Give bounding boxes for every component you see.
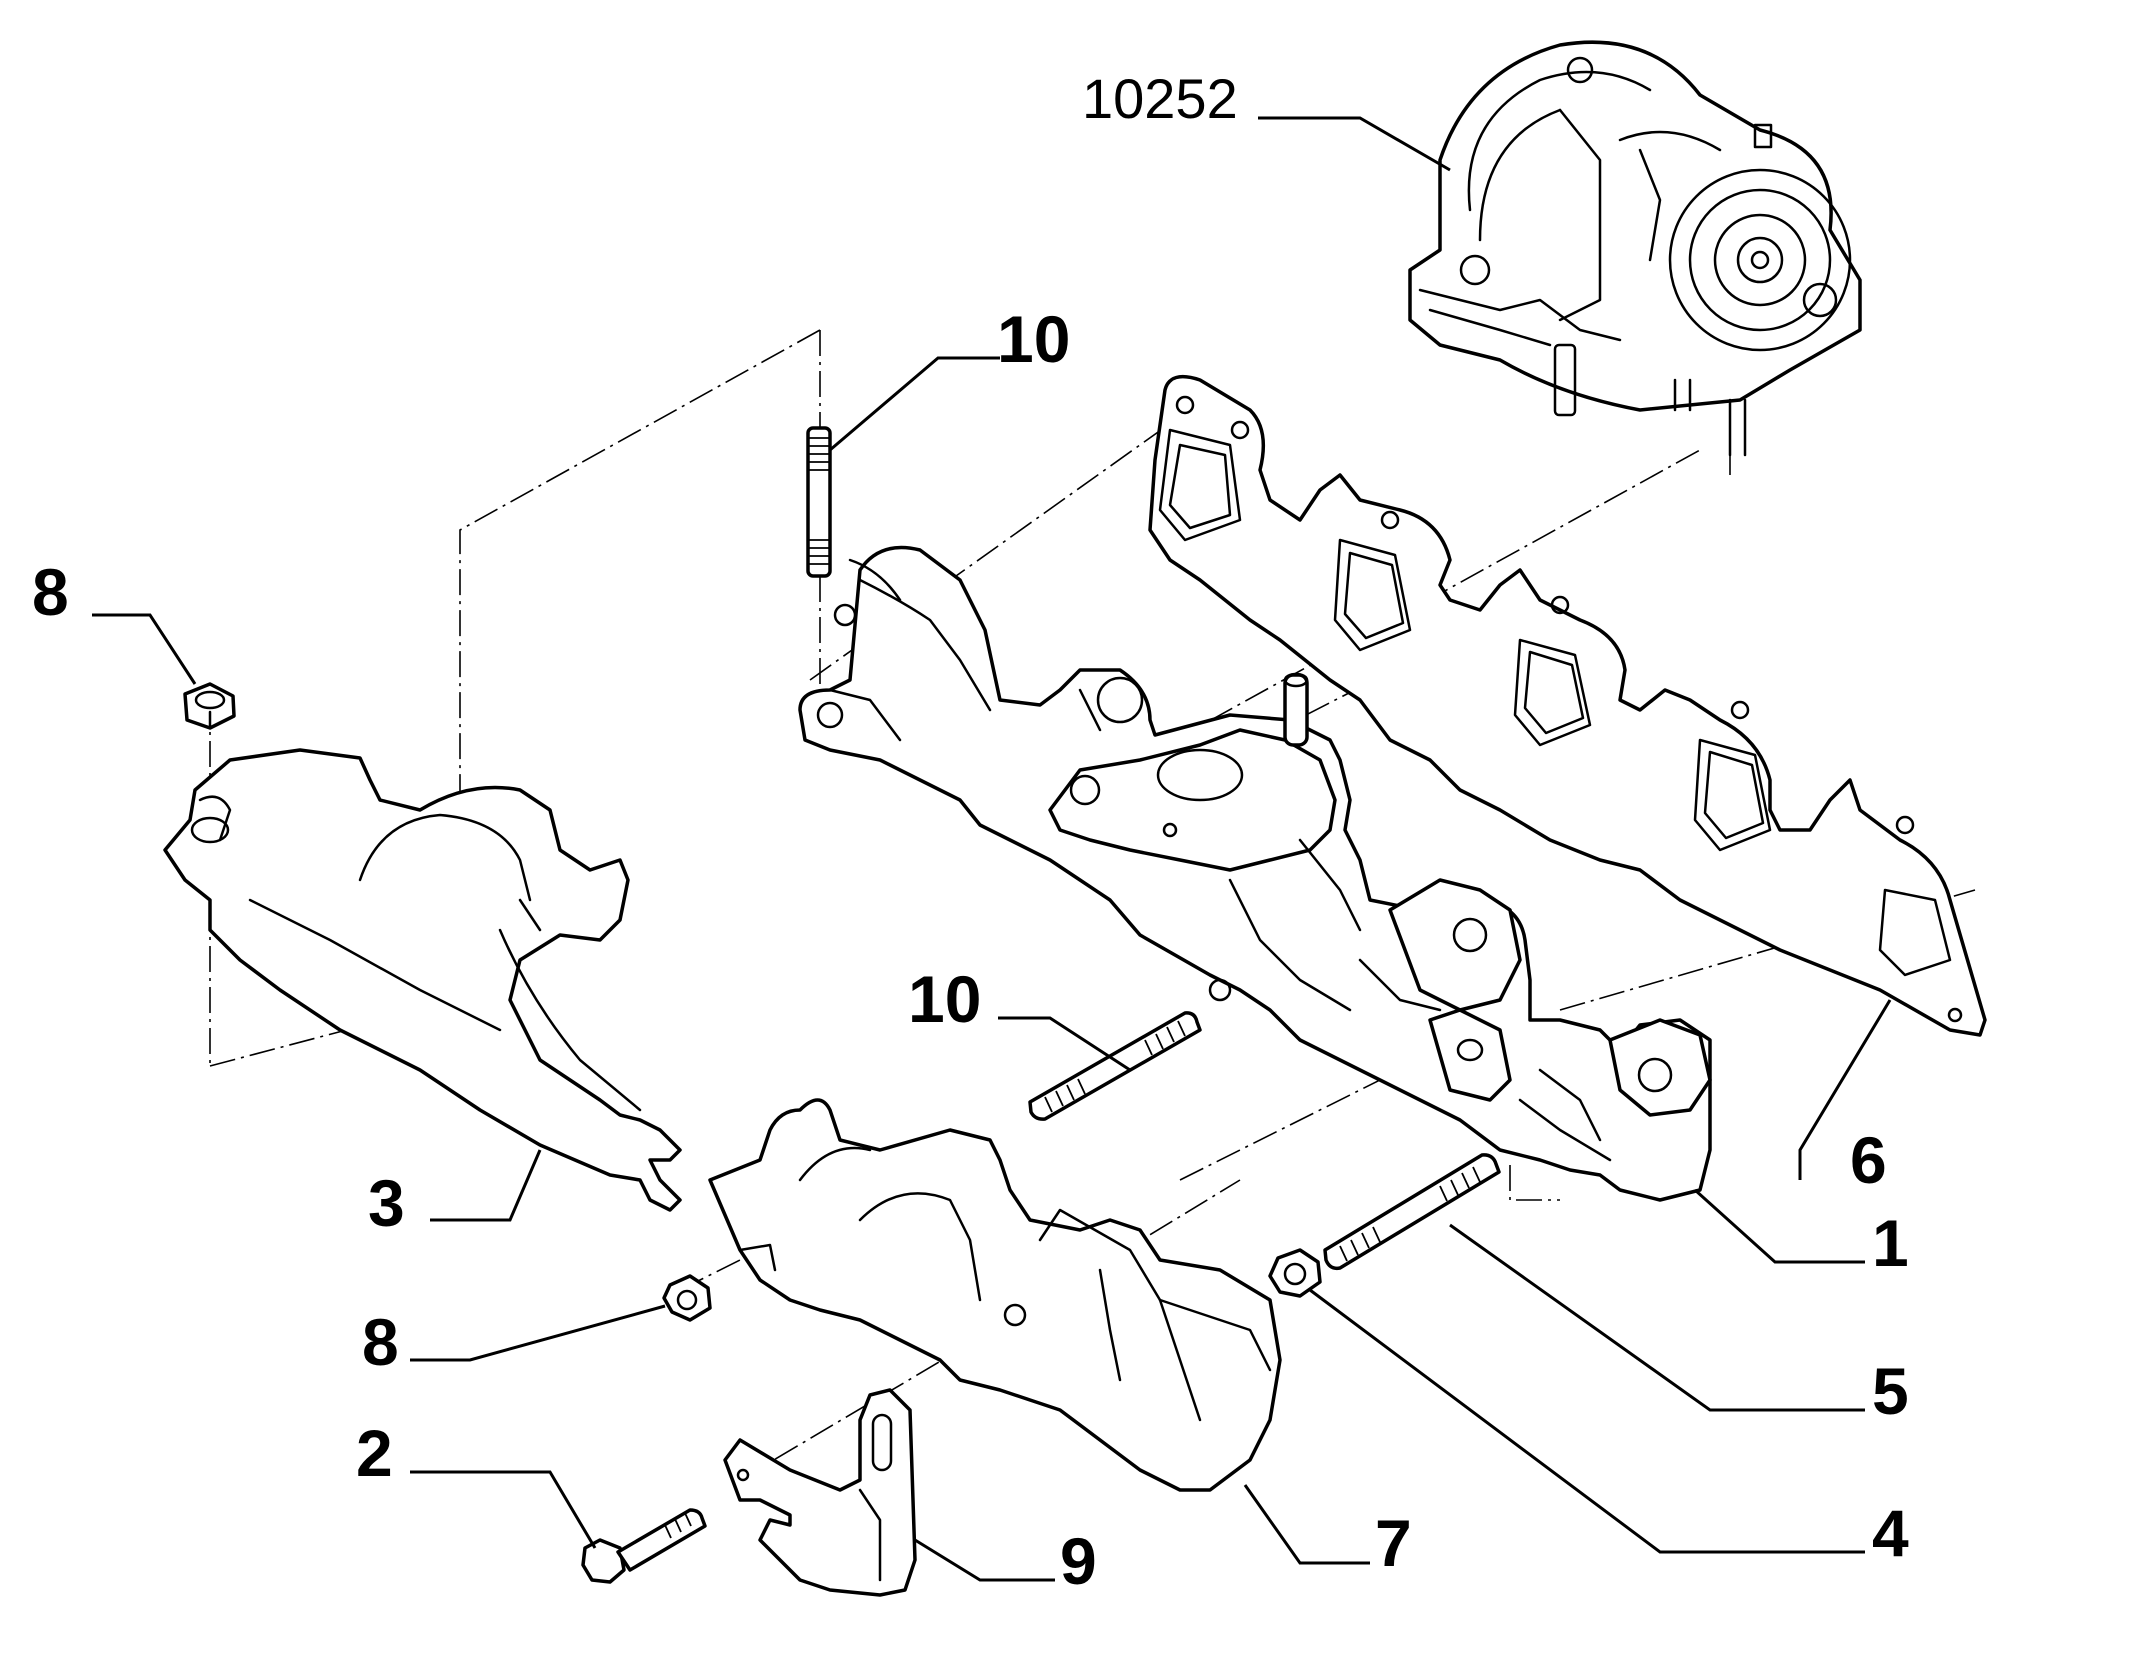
callout-7: 7 [1375, 1506, 1412, 1580]
stud-middle [1028, 1011, 1202, 1121]
turbocharger [1408, 40, 1862, 457]
callout-9: 9 [1060, 1524, 1097, 1598]
callout-8-top: 8 [32, 555, 69, 629]
callout-6: 6 [1850, 1123, 1887, 1197]
callout-5: 5 [1872, 1354, 1909, 1428]
bracket [723, 1388, 917, 1597]
callout-8-bottom: 8 [362, 1305, 399, 1379]
callout-1: 1 [1872, 1206, 1909, 1280]
callout-labels: 10252 10 8 10 6 3 1 8 5 2 4 7 9 [32, 67, 1909, 1598]
nut-bottom [662, 1274, 712, 1322]
bolt [581, 1508, 707, 1584]
callout-3: 3 [368, 1166, 405, 1240]
nut-top [183, 682, 236, 730]
manifold-gasket [1148, 374, 1987, 1037]
callout-2: 2 [356, 1416, 393, 1490]
stud-long [1323, 1153, 1501, 1271]
stud-top [806, 426, 832, 578]
nut-right [1268, 1248, 1322, 1298]
heat-shield-lower [708, 1098, 1282, 1492]
exhaust-manifold [798, 545, 1712, 1202]
leader-lines [92, 116, 1892, 1582]
callout-10-middle: 10 [908, 962, 981, 1036]
heat-shield-left [163, 748, 682, 1212]
callout-10-top: 10 [997, 302, 1070, 376]
callout-4: 4 [1872, 1496, 1909, 1570]
callout-10252: 10252 [1082, 67, 1238, 130]
